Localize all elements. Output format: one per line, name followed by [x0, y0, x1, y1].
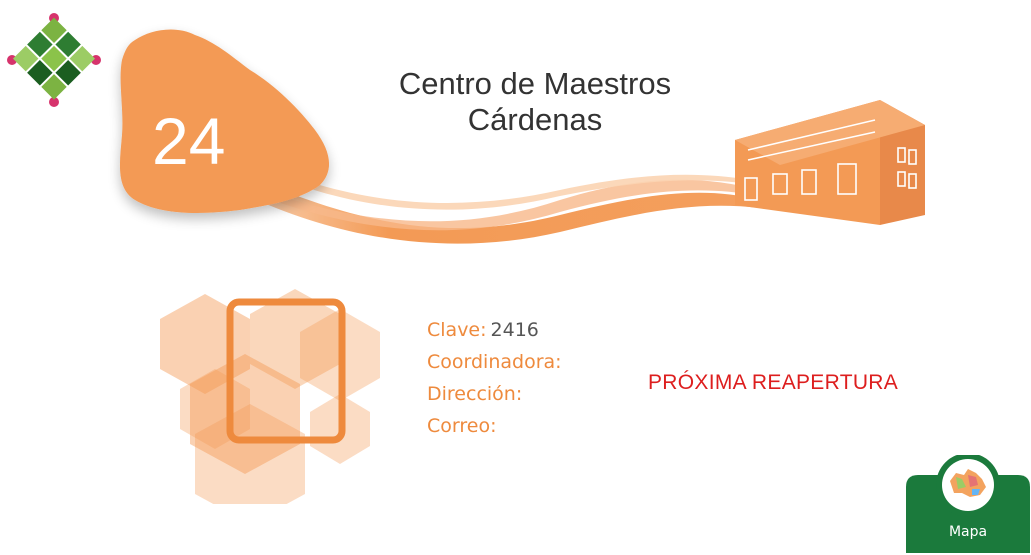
coordinadora-label: Coordinadora: — [427, 351, 562, 373]
direccion-row: Dirección: — [427, 378, 562, 410]
coordinadora-row: Coordinadora: — [427, 346, 562, 378]
clave-value: 2416 — [490, 319, 539, 341]
mosaic-logo-icon — [7, 13, 101, 107]
center-info: Clave:2416 Coordinadora: Dirección: Corr… — [427, 314, 562, 442]
correo-label: Correo: — [427, 415, 497, 437]
direccion-label: Dirección: — [427, 383, 523, 405]
correo-row: Correo: — [427, 410, 562, 442]
clave-row: Clave:2416 — [427, 314, 562, 346]
center-badge-shape — [119, 29, 330, 213]
state-map-icon — [950, 469, 986, 497]
center-number: 24 — [152, 104, 226, 178]
page-title: Centro de Maestros Cárdenas — [360, 66, 710, 138]
map-button[interactable] — [906, 455, 1030, 553]
title-line-2: Cárdenas — [467, 102, 603, 137]
building-icon — [735, 100, 925, 225]
title-line-1: Centro de Maestros — [398, 66, 672, 101]
document-icon — [160, 289, 380, 504]
status-text: PRÓXIMA REAPERTURA — [648, 371, 899, 394]
clave-label: Clave: — [427, 319, 487, 341]
